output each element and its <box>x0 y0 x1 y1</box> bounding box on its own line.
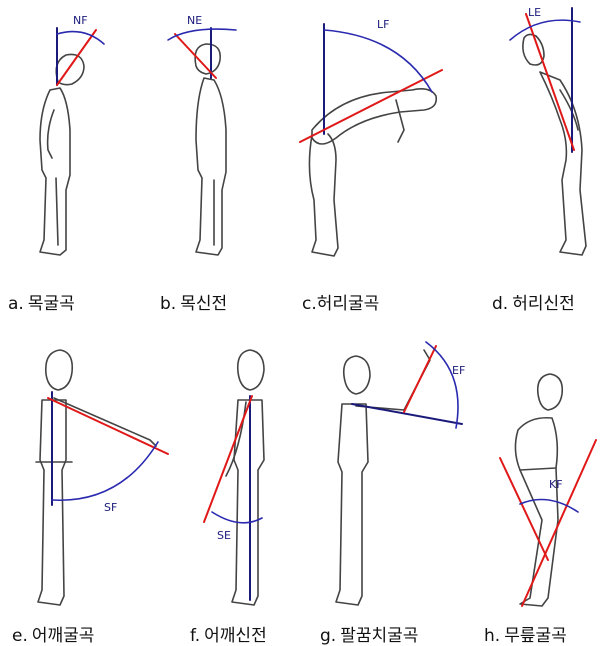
caption-c-name: 허리굴곡 <box>317 294 380 314</box>
figure-f-angle-label: SE <box>217 529 231 542</box>
caption-f: f.어깨신전 <box>190 621 267 646</box>
caption-a-name: 목굴곡 <box>28 294 75 314</box>
figure-f-shoulder-extension <box>226 350 264 605</box>
caption-h-letter: h. <box>484 626 500 646</box>
figure-d-angle-arc <box>510 20 580 40</box>
figure-a-neck-flexion <box>40 54 84 255</box>
caption-g-name: 팔꿈치굴곡 <box>340 626 418 646</box>
caption-f-name: 어깨신전 <box>204 626 267 646</box>
caption-d: d.허리신전 <box>492 289 575 314</box>
figure-b-segment-line <box>175 34 216 78</box>
caption-h: h.무릎굴곡 <box>484 621 567 646</box>
caption-f-letter: f. <box>190 626 200 646</box>
caption-b: b.목신전 <box>160 289 227 314</box>
caption-d-name: 허리신전 <box>512 294 575 314</box>
figure-h-reference-line <box>500 458 548 560</box>
caption-c-letter: c. <box>302 294 317 314</box>
caption-d-letter: d. <box>492 294 508 314</box>
caption-g: g.팔꿈치굴곡 <box>320 621 418 646</box>
caption-c: c.허리굴곡 <box>302 289 379 314</box>
caption-h-name: 무릎굴곡 <box>504 626 567 646</box>
figure-f-segment-line <box>204 396 252 522</box>
figure-d-angle-label: LE <box>528 6 541 19</box>
figure-e-shoulder-flexion <box>36 350 156 605</box>
caption-e-name: 어깨굴곡 <box>32 626 95 646</box>
figure-c-segment-line <box>300 70 442 142</box>
caption-g-letter: g. <box>320 626 336 646</box>
figure-e-angle-label: SF <box>104 501 117 514</box>
figure-c-lumbar-flexion <box>309 89 436 256</box>
figure-b-angle-label: NE <box>187 14 202 27</box>
figure-d-lumbar-extension <box>523 34 586 255</box>
caption-b-name: 목신전 <box>180 294 227 314</box>
caption-a-letter: a. <box>8 294 24 314</box>
figure-g-angle-label: EF <box>452 364 465 377</box>
figure-a-angle-label: NF <box>73 14 88 27</box>
caption-e-letter: e. <box>12 626 28 646</box>
figure-a-angle-arc <box>57 32 104 44</box>
caption-e: e.어깨굴곡 <box>12 621 94 646</box>
caption-b-letter: b. <box>160 294 176 314</box>
caption-a: a.목굴곡 <box>8 289 75 314</box>
figure-e-angle-arc <box>52 442 158 500</box>
figure-c-angle-label: LF <box>377 18 389 31</box>
figure-g-segment-line <box>404 346 436 412</box>
figure-d-segment-line <box>526 14 574 150</box>
figure-h-angle-label: KF <box>549 478 563 491</box>
figure-h-segment-line <box>522 440 596 606</box>
